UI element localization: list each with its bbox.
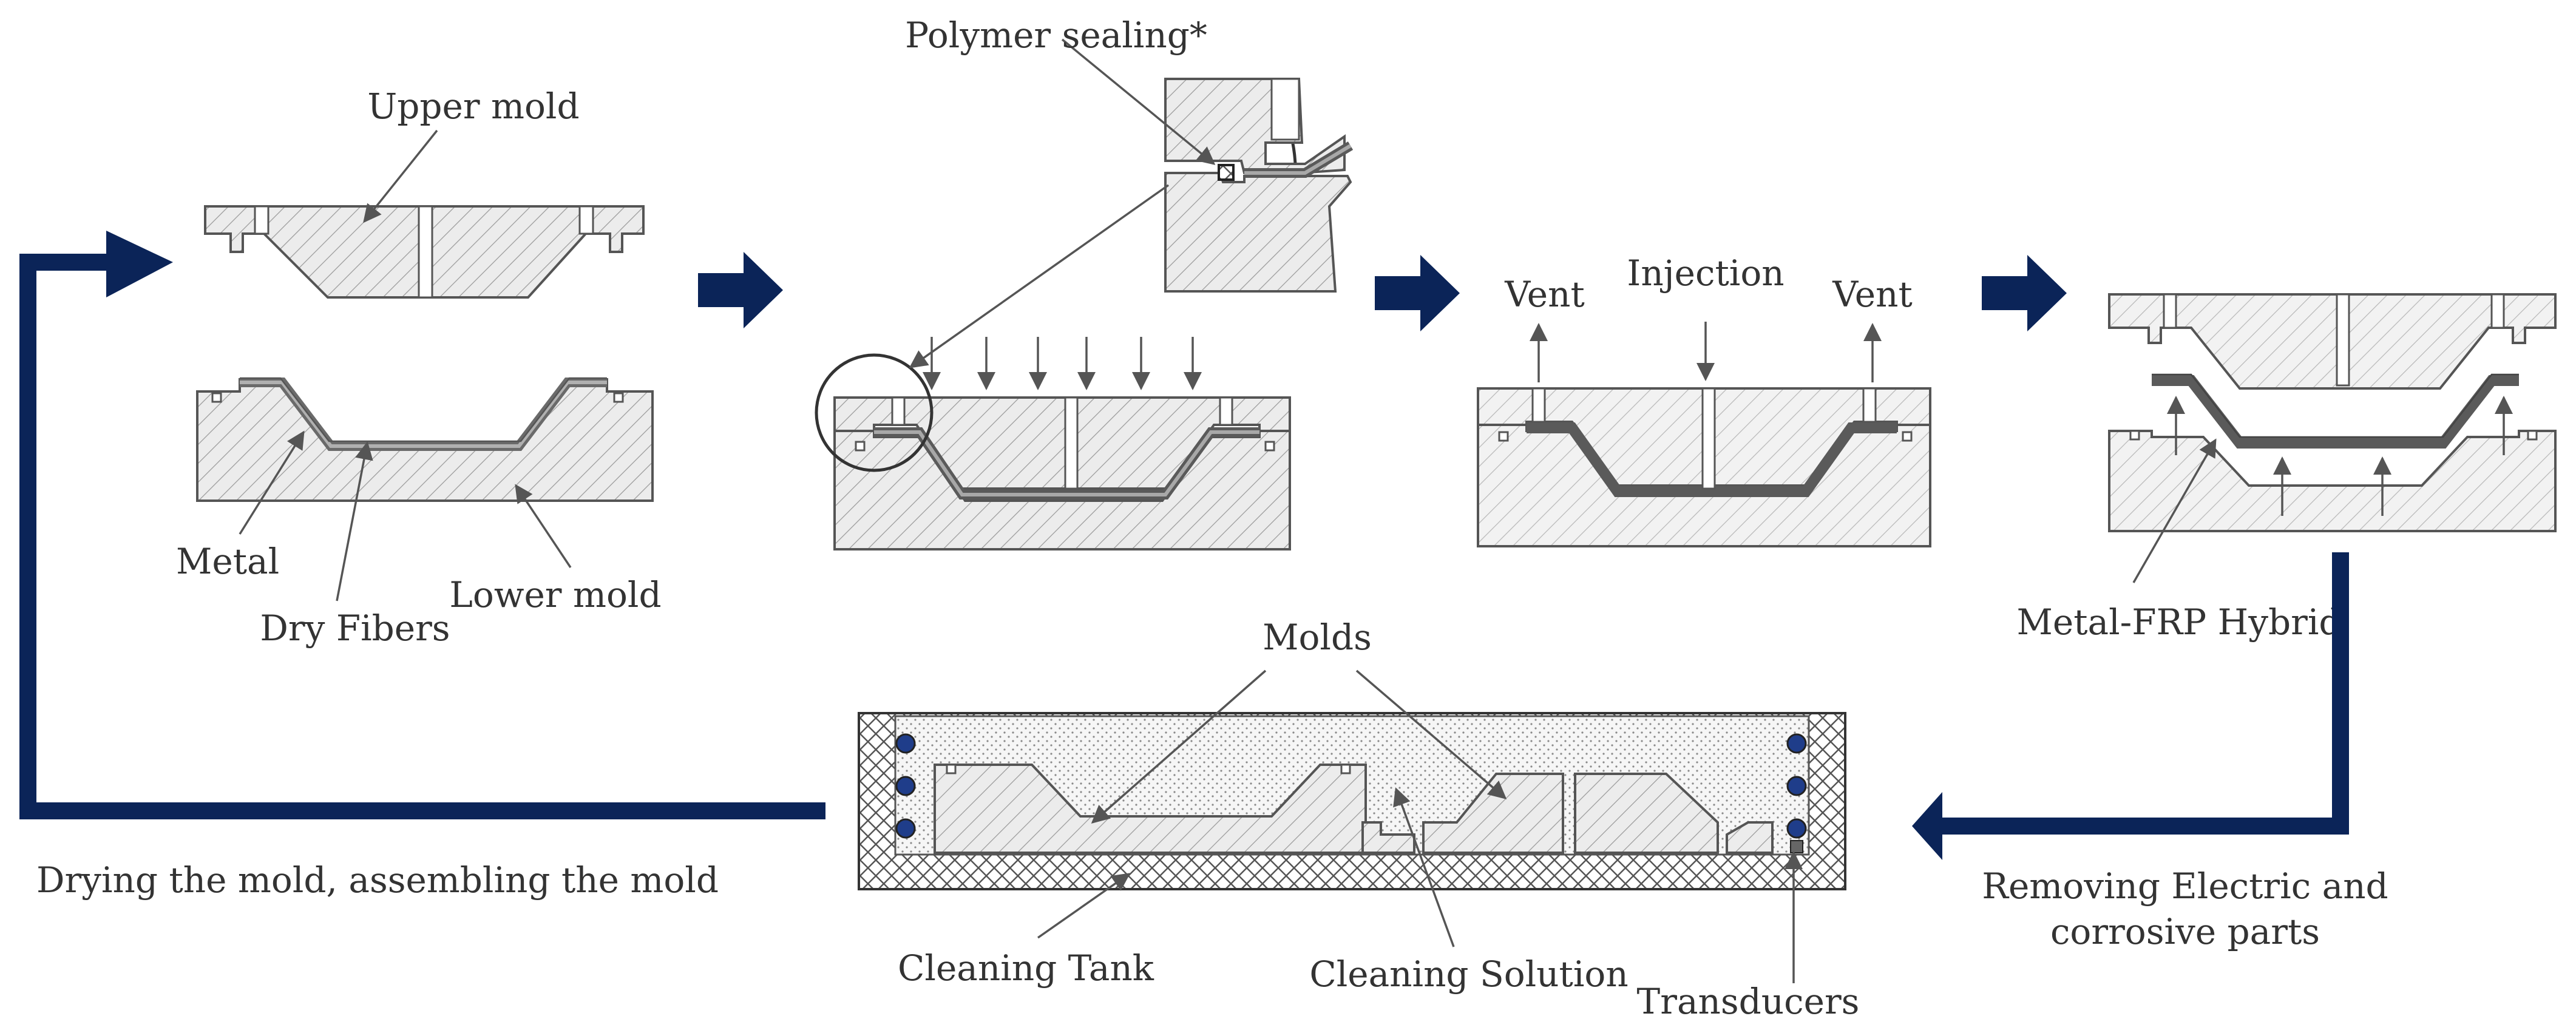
label-removing-line2: corrosive parts xyxy=(2050,911,2320,952)
label-polymer-sealing: Polymer sealing* xyxy=(905,15,1207,56)
transducers-left xyxy=(895,733,916,839)
label-dry-fibers: Dry Fibers xyxy=(260,608,450,649)
label-cleaning-tank: Cleaning Tank xyxy=(898,947,1154,989)
demold-lower xyxy=(2108,430,2557,532)
cleaning-tank: Molds Cleaning Tank Cleaning Solution Tr… xyxy=(858,617,1860,1022)
label-vent-left: Vent xyxy=(1504,274,1585,315)
label-lower-mold: Lower mold xyxy=(449,574,661,615)
stage-2-closed-mold: Polymer sealing* xyxy=(815,15,1354,550)
stage-3-injection: Vent Injection Vent xyxy=(1477,252,1931,547)
flow-arrow-3 xyxy=(1982,255,2067,331)
demold-upper xyxy=(2108,293,2557,390)
label-transducers: Transducers xyxy=(1637,981,1860,1022)
stage-4-demolding: Metal-FRP Hybrid xyxy=(2017,293,2557,643)
label-cleaning-solution: Cleaning Solution xyxy=(1309,953,1628,995)
lower-mold-shape xyxy=(196,378,654,502)
label-hybrid: Metal-FRP Hybrid xyxy=(2017,601,2342,643)
flow-arrow-1 xyxy=(698,252,783,328)
return-flow-left xyxy=(19,231,825,819)
flow-arrow-2 xyxy=(1375,255,1460,331)
upper-mold-channel xyxy=(418,205,433,299)
label-metal: Metal xyxy=(176,541,279,582)
label-injection: Injection xyxy=(1627,252,1784,294)
injected-layer xyxy=(1527,422,1897,497)
transducers-right xyxy=(1786,733,1807,853)
dry-fibers-layer xyxy=(240,381,607,448)
label-vent-right: Vent xyxy=(1832,274,1913,315)
pressure-arrows xyxy=(923,337,1202,390)
seal-zoom-detail xyxy=(1164,78,1354,293)
label-molds: Molds xyxy=(1263,617,1372,658)
zoom-circle xyxy=(815,353,934,472)
label-drying: Drying the mold, assembling the mold xyxy=(36,859,719,901)
polymer-seal xyxy=(1218,164,1235,181)
label-removing-line1: Removing Electric and xyxy=(1982,865,2388,907)
stage-1-open-mold: Upper mold Metal Dry Fibers Lower mold xyxy=(176,86,662,649)
label-upper-mold: Upper mold xyxy=(367,86,579,127)
return-flow-right xyxy=(1912,552,2349,860)
tank-mold-small xyxy=(1574,773,1719,854)
tank-mold-medium xyxy=(1422,773,1564,854)
hybrid-part xyxy=(2152,375,2519,449)
